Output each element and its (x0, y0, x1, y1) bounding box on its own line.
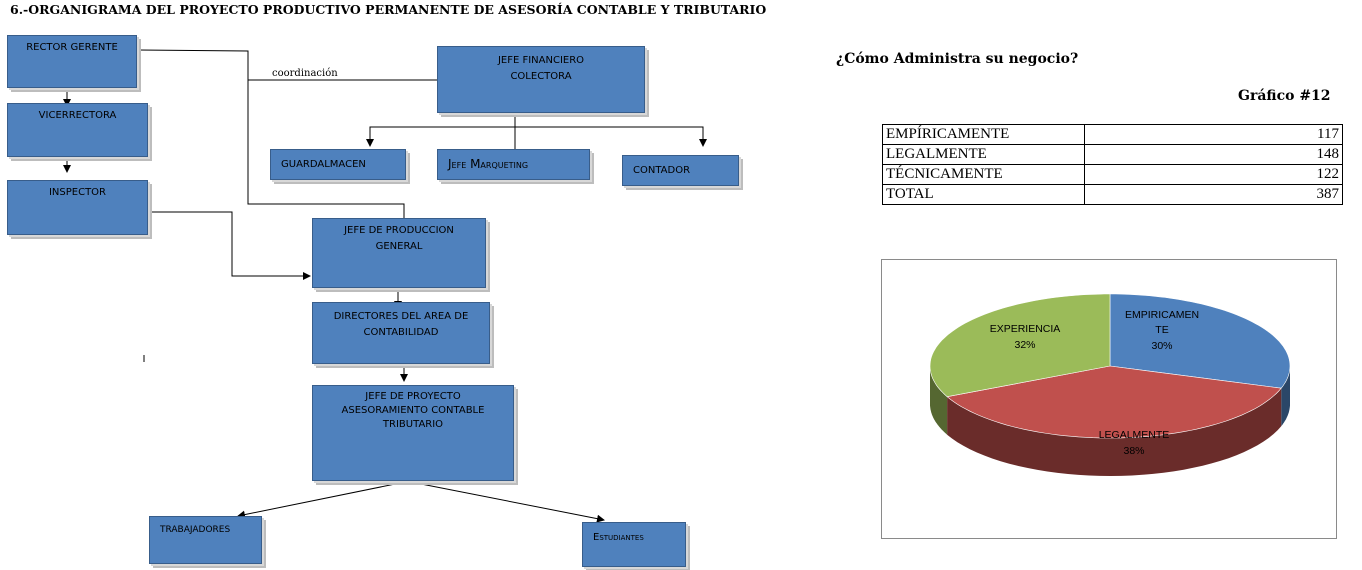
estudiantes-box: Estudiantes (582, 522, 686, 567)
jefe-marqueting-box: Jefe Marqueting (437, 149, 590, 180)
pie-percent-label: 30% (1151, 340, 1172, 352)
jefe-produccion-box: JEFE DE PRODUCCION GENERAL (312, 218, 486, 288)
row-label: LEGALMENTE (882, 144, 1085, 165)
pie-slice-legalmente (946, 365, 1282, 439)
jefe-financiero-box: JEFE FINANCIERO COLECTORA (437, 46, 645, 113)
pie-slice-empiricamen-te (1109, 293, 1291, 389)
row-label: TOTAL (882, 184, 1085, 205)
page-title: 6.-ORGANIGRAMA DEL PROYECTO PRODUCTIVO P… (10, 2, 767, 17)
pie-label: TE (1155, 324, 1168, 336)
coordinacion-label: coordinación (272, 68, 338, 79)
row-value: 117 (1084, 124, 1343, 145)
pie-side-experiencia (930, 366, 948, 435)
row-value: 148 (1084, 144, 1343, 165)
pie-percent-label: 38% (1123, 445, 1144, 457)
row-label: TÉCNICAMENTE (882, 164, 1085, 185)
pie-chart-frame: EMPIRICAMEN TE 30% LEGALMENTE 38% EXPERIENCIA… (881, 259, 1337, 539)
pie-slice-experiencia (929, 293, 1111, 398)
pie-side-empiricamen-te (1281, 366, 1290, 427)
pie-label: LEGALMENTE (1099, 429, 1170, 441)
pie-side-legalmente (947, 388, 1282, 476)
guardalmacen-box: GUARDALMACEN (270, 149, 406, 180)
row-label: EMPÍRICAMENTE (882, 124, 1085, 145)
pie-percent-label: 32% (1014, 339, 1035, 351)
directores-box: DIRECTORES DEL AREA DE CONTABILIDAD (312, 302, 490, 364)
contador-box: CONTADOR (622, 155, 739, 186)
trabajadores-box: TRABAJADORES (149, 516, 262, 564)
rector-gerente-box: RECTOR GERENTE (7, 35, 137, 88)
inspector-box: INSPECTOR (7, 180, 148, 235)
pie-label: EMPIRICAMEN (1125, 309, 1199, 321)
pie-side-walls (930, 366, 1290, 476)
jefe-proyecto-box: JEFE DE PROYECTO ASESORAMIENTO CONTABLE … (312, 385, 514, 481)
row-value: 122 (1084, 164, 1343, 185)
chart-question: ¿Cómo Administra su negocio? (836, 51, 1079, 67)
pie-label: EXPERIENCIA (990, 323, 1061, 335)
row-value: 387 (1084, 184, 1343, 205)
pie-chart: EMPIRICAMEN TE 30% LEGALMENTE 38% EXPERIENCIA… (929, 293, 1291, 476)
org-connectors (63, 49, 707, 523)
vicerrectora-box: VICERRECTORA (7, 103, 148, 157)
grafico-label: Gráfico #12 (1238, 88, 1331, 104)
